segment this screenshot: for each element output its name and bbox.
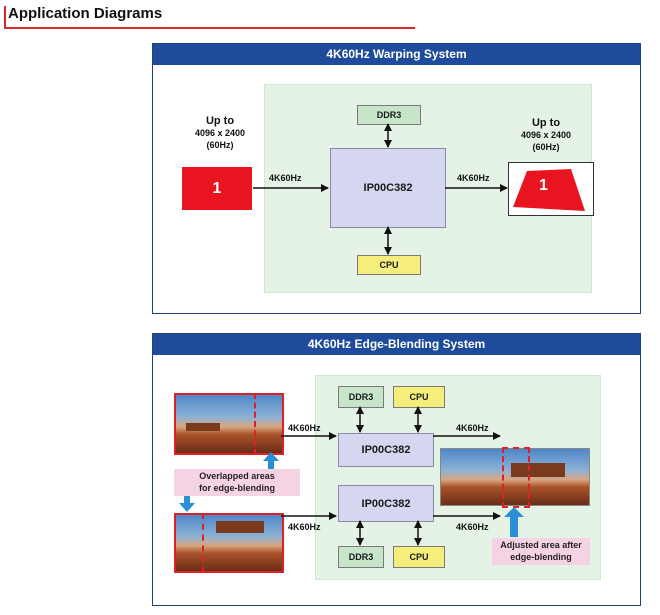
source-image-top — [174, 393, 284, 455]
title-accent-bar — [4, 6, 6, 29]
blended-output-image — [440, 448, 590, 506]
overlap-region-top — [254, 393, 284, 455]
input-size-text: 4096 x 2400 — [194, 128, 246, 138]
blending-panel-header: 4K60Hz Edge-Blending System — [153, 334, 640, 355]
adjusted-note-line2: edge-blending — [510, 552, 572, 562]
blending-top-ddr3-box: DDR3 — [338, 386, 384, 408]
overlap-note: Overlapped areas for edge-blending — [174, 469, 300, 496]
overlap-note-line1: Overlapped areas — [199, 471, 275, 481]
output-rate-text: (60Hz) — [532, 142, 560, 152]
warped-image-shape — [513, 169, 585, 211]
blending-top-chip-box: IP00C382 — [338, 433, 434, 467]
blending-bottom-ddr3-box: DDR3 — [338, 546, 384, 568]
blending-bottom-link-in-label: 4K60Hz — [288, 522, 321, 532]
title-underline — [4, 27, 415, 29]
blending-top-cpu-box: CPU — [393, 386, 445, 408]
blending-bottom-chip-box: IP00C382 — [338, 485, 434, 522]
blending-bottom-cpu-box: CPU — [393, 546, 445, 568]
warping-chip-box: IP00C382 — [330, 148, 446, 228]
warping-input-resolution: Up to 4096 x 2400 (60Hz) — [170, 115, 270, 151]
blending-top-link-in-label: 4K60Hz — [288, 423, 321, 433]
overlap-region-bottom — [174, 513, 204, 573]
mesa-shape-output — [511, 463, 565, 477]
source-image-bottom — [174, 513, 284, 573]
warping-ddr3-box: DDR3 — [357, 105, 421, 125]
warped-image-label: 1 — [539, 177, 548, 194]
adjusted-note: Adjusted area after edge-blending — [492, 538, 590, 565]
input-upto-text: Up to — [205, 115, 235, 127]
blending-top-link-out-label: 4K60Hz — [456, 423, 489, 433]
warping-link-out-label: 4K60Hz — [457, 173, 490, 183]
warping-output-resolution: Up to 4096 x 2400 (60Hz) — [496, 117, 596, 153]
warping-link-in-label: 4K60Hz — [269, 173, 302, 183]
mesa-shape-top — [186, 423, 220, 431]
input-image-block: 1 — [182, 167, 252, 210]
warping-panel-header: 4K60Hz Warping System — [153, 44, 640, 65]
mesa-shape-bottom — [216, 521, 264, 533]
blending-bottom-link-out-label: 4K60Hz — [456, 522, 489, 532]
overlap-note-line2: for edge-blending — [199, 483, 275, 493]
input-rate-text: (60Hz) — [206, 140, 234, 150]
page-title: Application Diagrams — [8, 5, 163, 22]
adjusted-note-line1: Adjusted area after — [500, 540, 582, 550]
output-upto-text: Up to — [531, 117, 561, 129]
warping-cpu-box: CPU — [357, 255, 421, 275]
output-size-text: 4096 x 2400 — [520, 130, 572, 140]
adjusted-region — [502, 447, 530, 508]
warped-output-frame: 1 — [508, 162, 594, 216]
